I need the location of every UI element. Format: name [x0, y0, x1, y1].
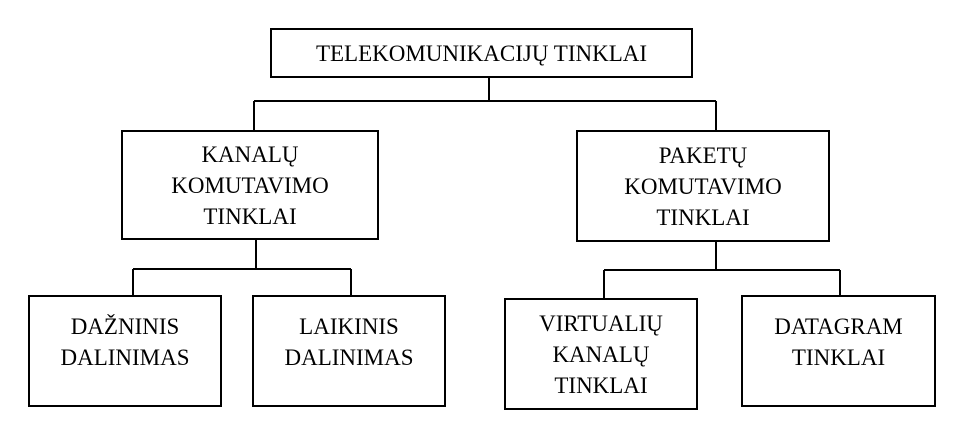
leaf-node-label: DAŽNINIS DALINIMAS [60, 314, 190, 370]
root-node-label: TELEKOMUNIKACIJŲ TINKLAI [315, 40, 648, 66]
leaf-node-virtual-channel: VIRTUALIŲ KANALŲ TINKLAI [504, 298, 698, 410]
leaf-node-label: DATAGRAM TINKLAI [774, 314, 903, 370]
branch-node-label: PAKETŲ KOMUTAVIMO TINKLAI [624, 142, 782, 230]
leaf-node-datagram: DATAGRAM TINKLAI [741, 295, 936, 407]
root-node: TELEKOMUNIKACIJŲ TINKLAI [270, 28, 693, 78]
leaf-node-frequency-division: DAŽNINIS DALINIMAS [28, 295, 222, 407]
leaf-node-label: VIRTUALIŲ KANALŲ TINKLAI [539, 310, 663, 398]
branch-node-channel-switching: KANALŲ KOMUTAVIMO TINKLAI [121, 130, 379, 240]
branch-node-packet-switching: PAKETŲ KOMUTAVIMO TINKLAI [576, 130, 830, 242]
leaf-node-time-division: LAIKINIS DALINIMAS [252, 295, 446, 407]
branch-node-label: KANALŲ KOMUTAVIMO TINKLAI [171, 141, 329, 229]
leaf-node-label: LAIKINIS DALINIMAS [284, 314, 414, 370]
